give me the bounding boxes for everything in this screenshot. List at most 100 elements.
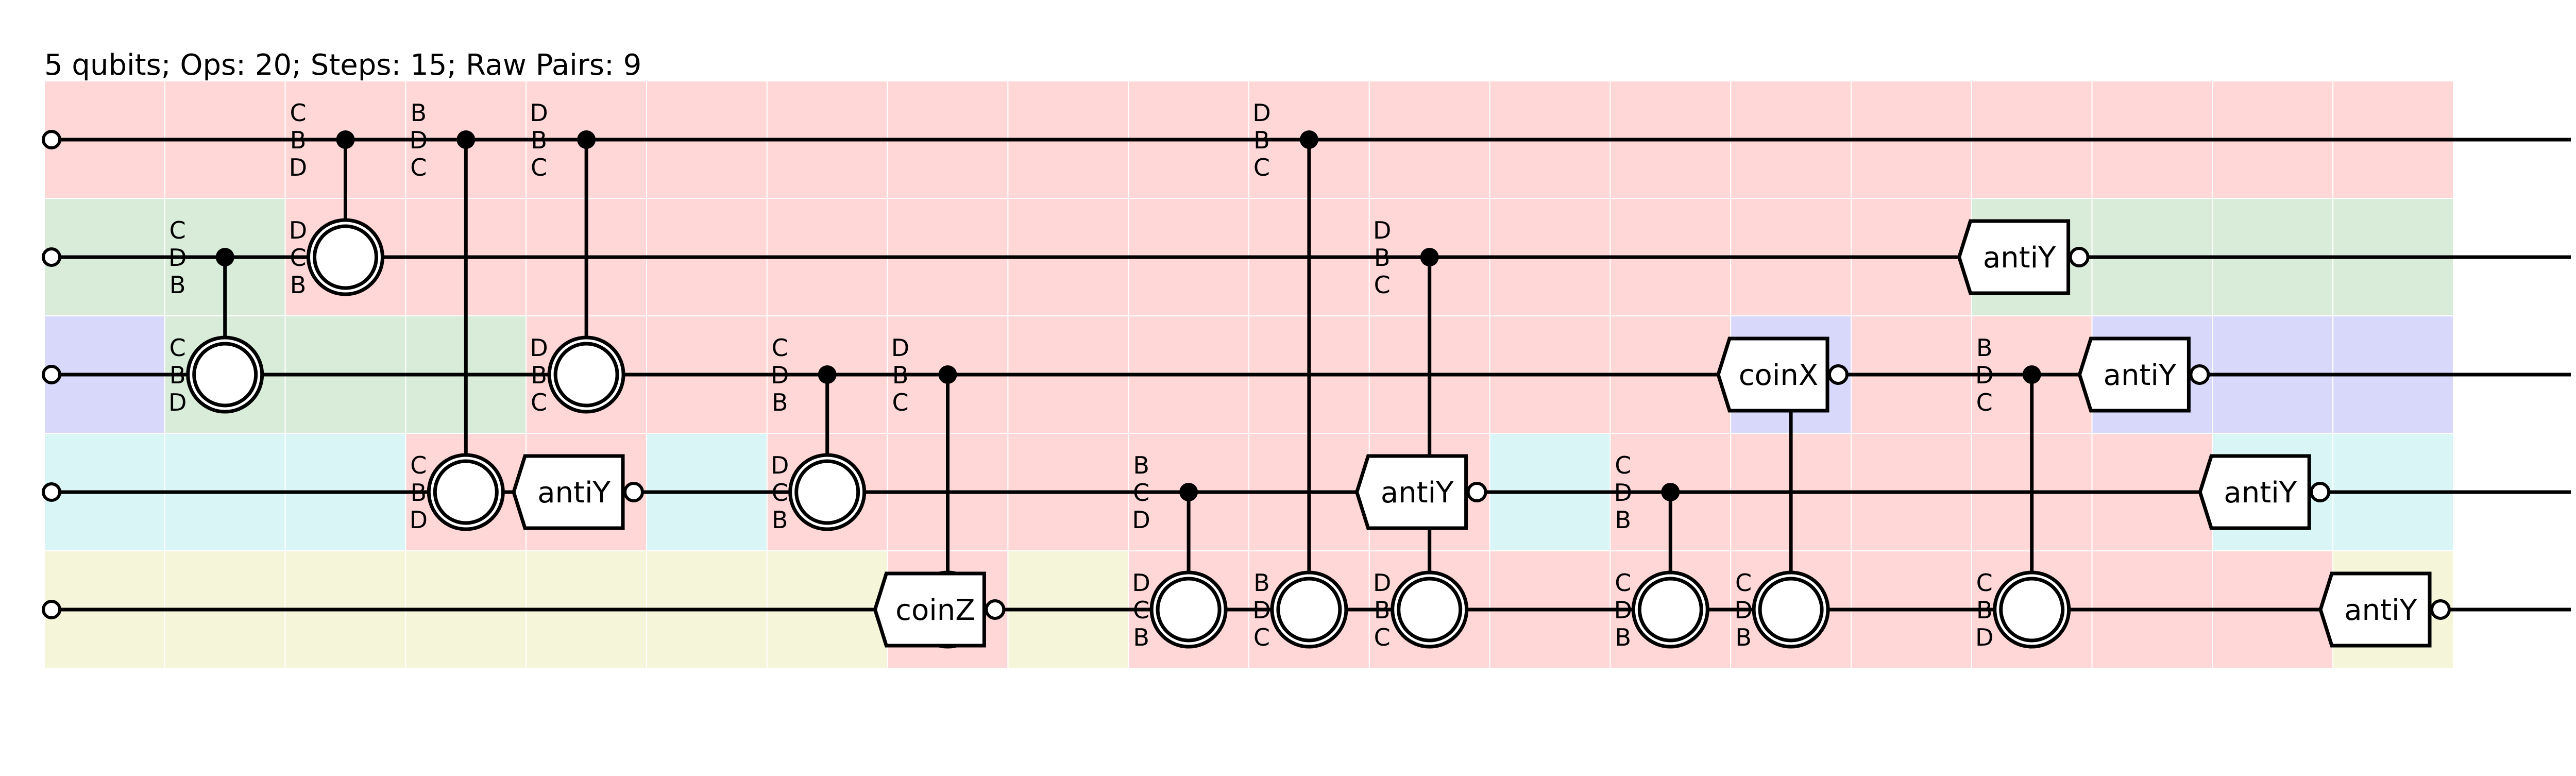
label-letter: C (410, 451, 427, 479)
gate-box (1716, 336, 1829, 413)
label-letter: B (1735, 623, 1752, 651)
label-letter: D (1373, 569, 1391, 597)
label-letter: C (1253, 623, 1270, 651)
control-label-stack: DBC (1252, 99, 1270, 181)
target-gate-inner (1999, 577, 2065, 643)
label-letter: C (1133, 596, 1149, 624)
gate-box (1957, 219, 2071, 295)
label-letter: C (1976, 569, 1993, 597)
label-letter: D (289, 154, 307, 181)
label-letter: C (531, 154, 547, 181)
target-gate-inner (1397, 577, 1463, 643)
label-letter: D (771, 361, 789, 389)
target-label-stack: DCB (771, 451, 789, 534)
qubit-input-marker (42, 247, 61, 267)
target-label-stack: CDB (1734, 569, 1752, 651)
control-label-stack: DBC (891, 334, 909, 416)
label-letter: D (1975, 361, 1993, 389)
single-qubit-gate: antiY (1957, 219, 2090, 295)
single-qubit-gate: antiY (512, 454, 644, 530)
label-letter: C (1374, 271, 1391, 299)
target-gate-inner (1156, 577, 1222, 643)
target-label-stack: DCB (1132, 569, 1150, 651)
label-letter: D (168, 244, 187, 272)
gate-output-marker (1466, 482, 1487, 502)
control-label-stack: DBC (1373, 216, 1391, 299)
target-label-stack: CBD (168, 334, 187, 416)
circuit-summary-title: 5 qubits; Ops: 20; Steps: 15; Raw Pairs:… (44, 48, 642, 82)
controlled-op: DBC DBC (530, 99, 625, 416)
single-qubit-gate: coinZ (873, 571, 1006, 648)
target-label-stack: CBD (1975, 569, 1993, 651)
gate-label: antiY (537, 476, 611, 510)
single-qubit-gate: antiY (1354, 454, 1487, 530)
target-gate-inner (433, 459, 499, 525)
label-letter: D (1975, 623, 1993, 651)
single-qubit-gate: antiY (2318, 571, 2451, 648)
label-letter: D (1614, 479, 1632, 507)
label-letter: D (410, 506, 428, 534)
control-dot (818, 365, 837, 384)
single-qubit-gate: antiY (2077, 336, 2210, 413)
target-gate-inner (313, 224, 378, 290)
target-gate-inner (794, 459, 860, 525)
label-letter: B (1133, 451, 1149, 479)
label-letter: C (1133, 479, 1149, 507)
gate-output-marker (985, 599, 1006, 620)
target-gate-inner (1637, 577, 1703, 643)
label-letter: B (1615, 623, 1632, 651)
qubit-input-marker (42, 600, 61, 619)
control-label-stack: BDC (410, 99, 428, 181)
gate-label: antiY (1983, 241, 2056, 275)
label-letter: D (1614, 596, 1632, 624)
control-label-stack: CDB (771, 334, 789, 416)
gate-label: coinZ (895, 594, 975, 627)
label-letter: B (1374, 596, 1391, 624)
label-letter: C (772, 334, 788, 362)
label-letter: C (1615, 451, 1631, 479)
label-letter: C (892, 389, 908, 416)
label-letter: B (290, 126, 307, 154)
target-label-stack: DBC (530, 334, 548, 416)
label-letter: D (168, 389, 187, 416)
label-letter: C (531, 389, 547, 416)
control-label-stack: DBC (530, 99, 548, 181)
control-dot (215, 248, 234, 266)
label-letter: D (1373, 216, 1391, 244)
qubit-input-marker (42, 365, 61, 384)
gate-label: coinX (1739, 359, 1818, 392)
label-letter: C (772, 479, 788, 507)
label-letter: C (1374, 623, 1391, 651)
controlled-op: CBD DCB (289, 99, 384, 299)
label-letter: D (1734, 596, 1752, 624)
label-letter: D (1252, 596, 1270, 624)
control-dot (1661, 483, 1680, 501)
gate-output-marker (623, 482, 644, 502)
label-letter: C (1253, 154, 1270, 181)
target-label-stack: BDC (1252, 569, 1270, 651)
label-letter: D (530, 334, 548, 362)
target-label-stack: CDB (1614, 569, 1632, 651)
label-letter: D (530, 99, 548, 127)
gate-label: antiY (2344, 594, 2417, 627)
label-letter: C (1735, 569, 1752, 597)
control-dot (577, 130, 596, 149)
label-letter: D (410, 126, 428, 154)
control-dot (938, 365, 957, 384)
target-label-stack: DCB (289, 216, 307, 299)
label-letter: B (772, 389, 788, 416)
label-letter: B (411, 99, 427, 127)
gate-output-marker (1828, 364, 1849, 385)
label-letter: C (290, 99, 306, 127)
target-gate-inner (1276, 577, 1342, 643)
label-letter: D (1132, 569, 1150, 597)
label-letter: C (170, 334, 186, 362)
controlled-op: DBC BDC (1252, 99, 1348, 651)
label-letter: D (771, 451, 789, 479)
label-letter: C (1976, 389, 1993, 416)
qubit-input-marker (42, 482, 61, 502)
